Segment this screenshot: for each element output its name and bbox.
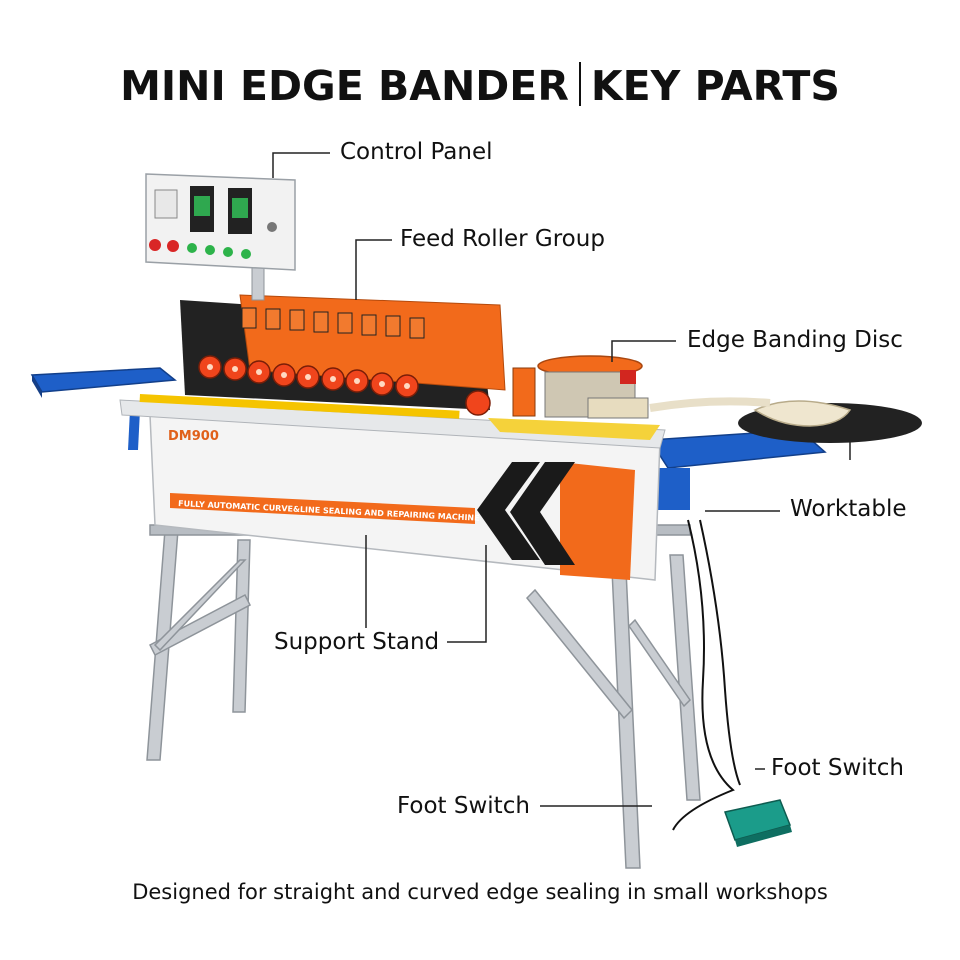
page-title: MINI EDGE BANDER KEY PARTS — [0, 62, 960, 110]
label-foot-switch-bottom: Foot Switch — [397, 793, 530, 819]
leader-support-stand-right — [447, 545, 487, 643]
title-separator — [578, 62, 581, 106]
label-feed-roller-group: Feed Roller Group — [400, 226, 605, 252]
title-right: KEY PARTS — [590, 62, 840, 110]
label-support-stand: Support Stand — [274, 629, 440, 655]
edge-banding-disc — [488, 355, 922, 443]
foot-switch-pedal — [672, 519, 792, 847]
control-panel — [145, 173, 296, 301]
leader-control-panel — [272, 152, 330, 178]
label-control-panel: Control Panel — [340, 139, 493, 165]
label-edge-banding-disc: Edge Banding Disc — [687, 327, 903, 353]
leader-feed-roller-group — [355, 239, 392, 300]
machine-body: DM900 FULLY AUTOMATIC CURVE&LINE SEALING… — [119, 399, 666, 581]
caption: Designed for straight and curved edge se… — [132, 880, 828, 904]
feed-roller-group — [139, 294, 506, 419]
label-worktable: Worktable — [790, 496, 907, 522]
title-left: MINI EDGE BANDER — [120, 62, 569, 110]
model-badge: DM900 — [168, 429, 219, 444]
label-foot-switch-right: Foot Switch — [771, 755, 904, 781]
leader-edge-banding-disc — [611, 340, 676, 362]
leader-lines — [272, 152, 851, 807]
